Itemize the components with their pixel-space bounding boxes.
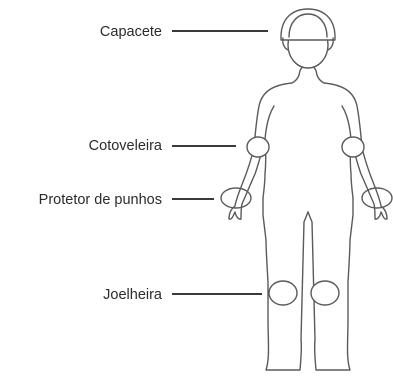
elbow-pad-label: Cotoveleira: [89, 138, 163, 154]
body-outline: [229, 65, 387, 370]
left-knee-pad: [269, 281, 297, 305]
left-elbow-pad: [247, 137, 269, 157]
right-knee-pad: [311, 281, 339, 305]
helmet-label: Capacete: [100, 24, 162, 40]
human-figure: [221, 9, 392, 370]
knee-pad-label: Joelheira: [103, 287, 163, 303]
leader-lines: [172, 31, 268, 294]
left-wrist-guard: [221, 188, 251, 208]
wrist-guard-label: Protetor de punhos: [39, 192, 162, 208]
right-elbow-pad: [342, 137, 364, 157]
